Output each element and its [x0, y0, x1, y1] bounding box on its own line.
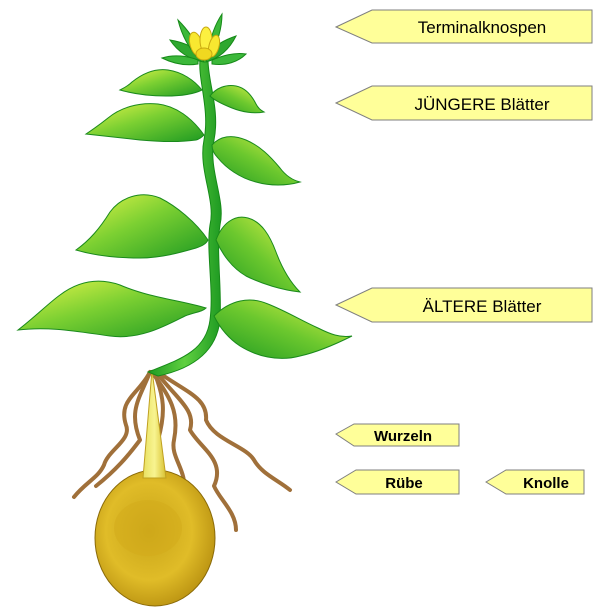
terminal-bud [162, 14, 246, 65]
label-roots-text: Wurzeln [374, 428, 432, 445]
beet-bulb [95, 470, 215, 606]
label-terminal-text: Terminalknospen [418, 18, 547, 37]
label-old-leaves: ÄLTERE Blätter [336, 288, 592, 322]
label-roots: Wurzeln [336, 424, 459, 446]
label-tuber-text: Knolle [523, 475, 569, 492]
leaves [18, 70, 352, 359]
label-young-leaves-text: JÜNGERE Blätter [414, 95, 549, 114]
label-beet-text: Rübe [385, 475, 423, 492]
label-tuber: Knolle [486, 470, 584, 494]
label-beet: Rübe [336, 470, 459, 494]
label-old-leaves-text: ÄLTERE Blätter [423, 297, 542, 316]
label-terminal: Terminalknospen [336, 10, 592, 43]
label-young-leaves: JÜNGERE Blätter [336, 86, 592, 120]
